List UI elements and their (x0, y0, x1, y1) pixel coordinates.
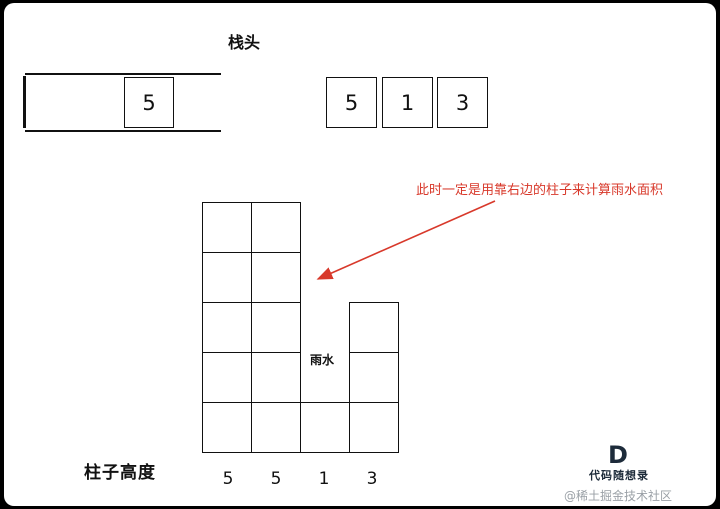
bar-cell (202, 302, 252, 353)
bar-cell (202, 352, 252, 403)
sequence-item: 5 (326, 77, 377, 128)
annotation-text: 此时一定是用靠右边的柱子来计算雨水面积 (416, 183, 664, 198)
rain-label: 雨水 (310, 353, 335, 367)
bar-cell (202, 402, 252, 453)
bar-height-label: 柱子高度 (84, 463, 156, 483)
stack-top-label: 栈头 (228, 33, 261, 52)
stack-element: 5 (124, 77, 174, 128)
logo-letter: D (608, 441, 628, 469)
bar-cell (251, 202, 301, 253)
bar-cell (349, 352, 399, 403)
bar-cell (251, 352, 301, 403)
stack-top-line (25, 73, 221, 75)
bar-cell (251, 252, 301, 303)
stack-bottom-line (25, 130, 221, 132)
sequence-item: 3 (437, 77, 488, 128)
bar-cell (251, 302, 301, 353)
logo: D (600, 441, 636, 469)
bar-height-value: 3 (366, 469, 378, 489)
bar-cell (300, 402, 350, 453)
logo-text: 代码随想录 (589, 469, 649, 482)
bar-cell (202, 202, 252, 253)
bar-height-value: 5 (270, 469, 282, 489)
bar-cell (202, 252, 252, 303)
stack-bottom-wall (23, 76, 26, 128)
bar-height-value: 1 (318, 469, 330, 489)
diagram-canvas: 栈头 5 5 1 3 此时一定是用靠右边的柱子来计算雨水面积 雨水 柱子高度 5… (4, 3, 716, 506)
bar-height-value: 5 (222, 469, 234, 489)
annotation-arrow (316, 200, 496, 280)
bar-cell (251, 402, 301, 453)
bar-cell (349, 302, 399, 353)
watermark: @稀土掘金技术社区 (564, 489, 673, 503)
sequence-item: 1 (382, 77, 433, 128)
bar-cell (349, 402, 399, 453)
